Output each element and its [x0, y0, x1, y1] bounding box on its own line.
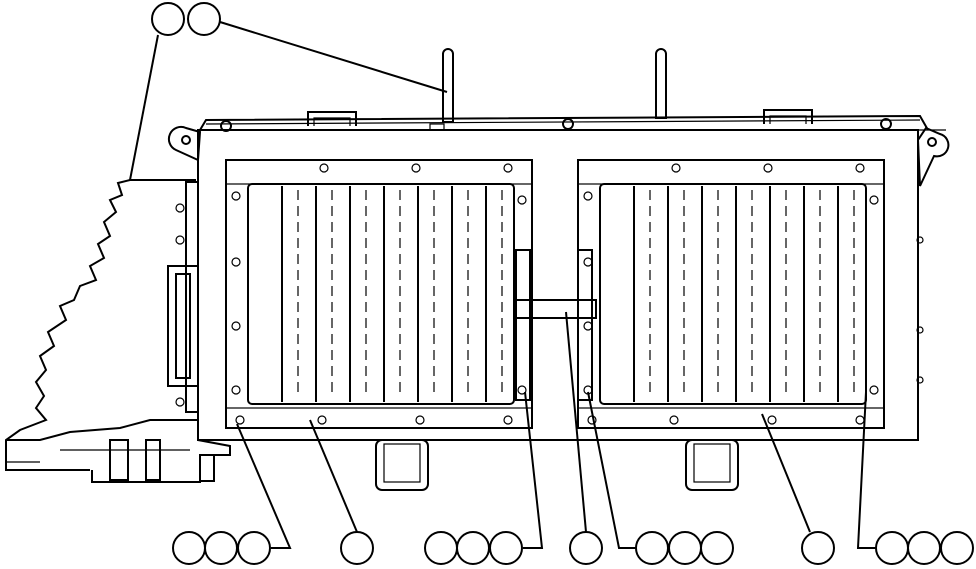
leader-line: [587, 391, 636, 549]
bolt: [869, 195, 879, 205]
leader-line: [761, 413, 811, 533]
callout-bubble: [700, 531, 734, 565]
callout-bubble: [456, 531, 490, 565]
bolt: [231, 321, 241, 331]
bolt: [763, 163, 773, 173]
leader-line: [523, 391, 544, 549]
callout-bubble: [237, 531, 271, 565]
bolt: [583, 321, 593, 331]
bolt: [319, 163, 329, 173]
bolt: [503, 163, 513, 173]
main-housing: [197, 129, 919, 441]
bolt: [317, 415, 327, 425]
leader-line: [856, 391, 876, 549]
bolt: [583, 257, 593, 267]
connector-bar: [515, 299, 597, 319]
bolt: [869, 385, 879, 395]
bolt: [583, 191, 593, 201]
bolt: [855, 415, 865, 425]
callout-bubble: [424, 531, 458, 565]
bolt: [669, 415, 679, 425]
callout-bubble: [801, 531, 835, 565]
callout-bubble: [635, 531, 669, 565]
radiator-frame-right: [577, 159, 885, 429]
leader-line: [565, 311, 587, 533]
callout-bubble: [668, 531, 702, 565]
bolt: [517, 385, 527, 395]
radiator-frame-left: [225, 159, 533, 429]
side-bracket: [167, 181, 199, 413]
callout-bubble: [940, 531, 974, 565]
bolt: [517, 195, 527, 205]
bolt: [415, 415, 425, 425]
cutaway-break-line: [5, 179, 131, 471]
callout-bubble: [151, 2, 185, 36]
bolt: [671, 163, 681, 173]
bolt: [503, 415, 513, 425]
callout-bubble: [489, 531, 523, 565]
bolt: [231, 385, 241, 395]
bottom-handles: [375, 439, 739, 491]
callout-bubble: [875, 531, 909, 565]
callout-bubble: [569, 531, 603, 565]
leader-line: [236, 423, 292, 549]
callout-bubble: [172, 531, 206, 565]
top-rail: [199, 109, 929, 132]
bolt: [855, 163, 865, 173]
bolt: [231, 257, 241, 267]
lifting-eye-right: [916, 126, 950, 187]
leader-line: [129, 34, 159, 181]
bolt: [767, 415, 777, 425]
callout-bubble: [204, 531, 238, 565]
leader-line: [309, 419, 358, 533]
callout-bubble: [187, 2, 221, 36]
radiator-core-right: [633, 186, 855, 402]
callout-bubble: [907, 531, 941, 565]
lifting-posts: [442, 48, 667, 123]
radiator-core-left: [281, 186, 503, 402]
bolt: [231, 191, 241, 201]
leader-line: [219, 21, 448, 93]
bolt: [411, 163, 421, 173]
bolt: [235, 415, 245, 425]
lower-hardware: [6, 419, 231, 483]
callout-bubble: [340, 531, 374, 565]
